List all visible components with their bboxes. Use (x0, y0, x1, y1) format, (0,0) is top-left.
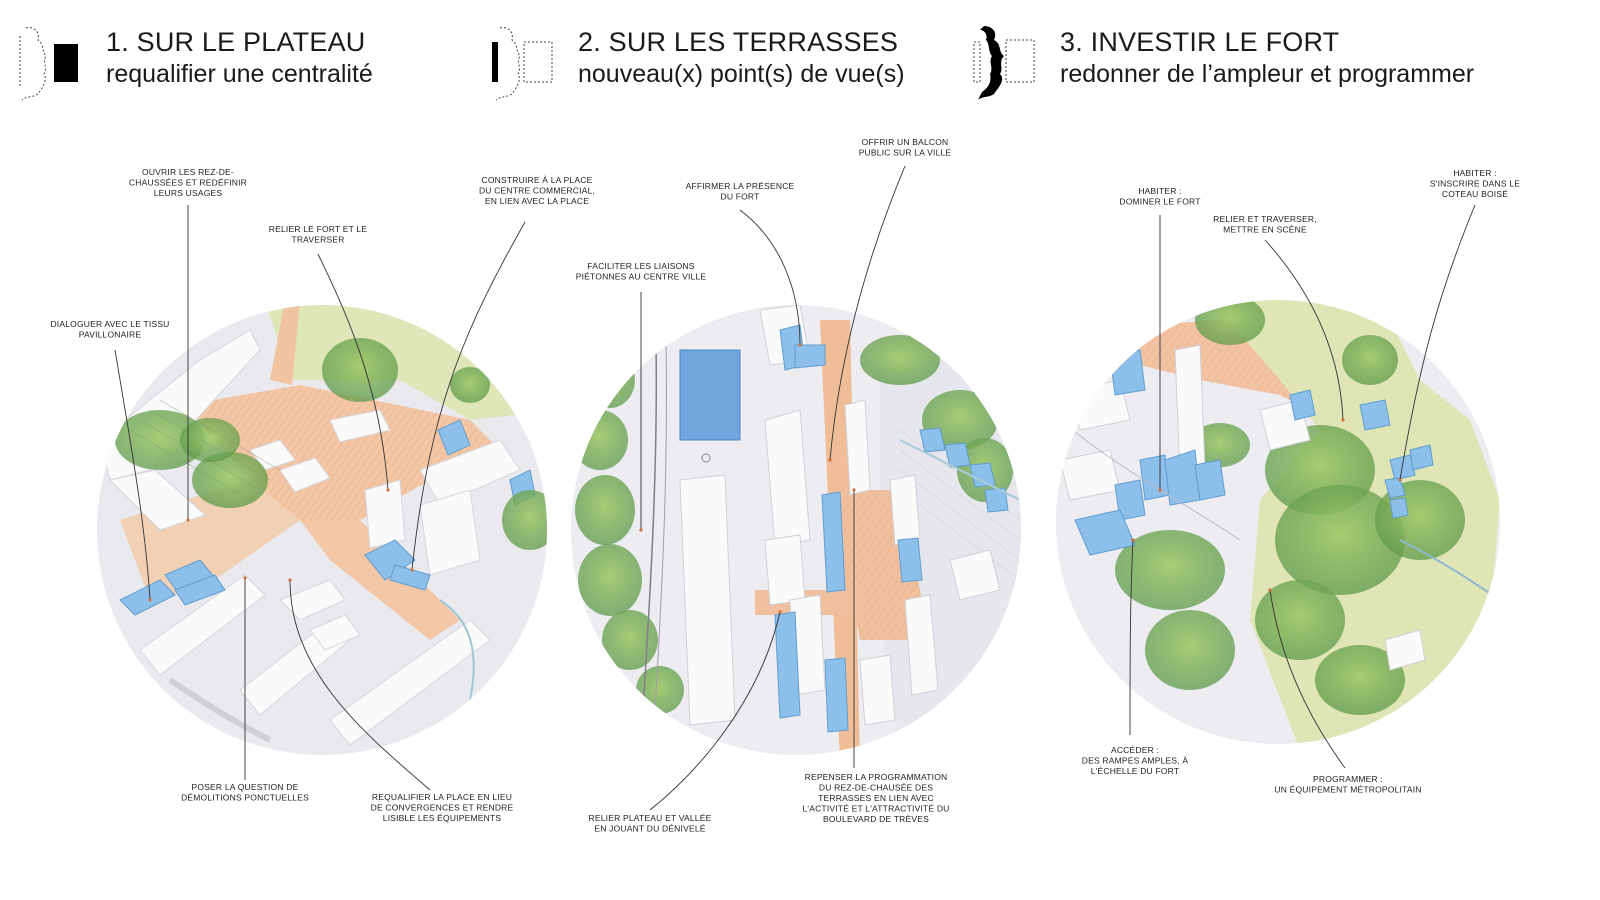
annotation-link-cross: RELIER ET TRAVERSER,METTRE EN SCÈNE (1213, 214, 1317, 235)
annotation-line: LISIBLE LES ÉQUIPEMENTS (383, 813, 502, 823)
annotation-line: UN ÉQUIPEMENT MÉTROPOLITAIN (1274, 785, 1421, 795)
annotation-line: ACCÉDER : (1111, 745, 1159, 755)
panel-3-subtitle: redonner de l’ampleur et programmer (1060, 60, 1475, 88)
panel-3-title: 3. INVESTIR LE FORT (1060, 27, 1340, 57)
annotation-line: HABITER : (1138, 186, 1181, 196)
leader-endpoint (852, 488, 856, 492)
leader-endpoint (1158, 488, 1162, 492)
annotation-line: L'ACTIVITÉ ET L'ATTRACTIVITÉ DU (802, 804, 949, 814)
leader-endpoint (1398, 478, 1402, 482)
annotation-line: DIALOGUER AVEC LE TISSU (50, 319, 169, 329)
site-key-terraces-icon (490, 22, 560, 107)
leader-endpoint (798, 343, 802, 347)
annotation-line: BOULEVARD DE TRÈVES (823, 814, 929, 824)
annotation-metropolitan-facility: PROGRAMMER :UN ÉQUIPEMENT MÉTROPOLITAIN (1274, 774, 1421, 795)
annotation-line: DOMINER LE FORT (1119, 197, 1200, 207)
leader-line (829, 165, 906, 461)
panel-1-subtitle: requalifier une centralité (106, 60, 373, 88)
annotation-line: PROGRAMMER : (1313, 774, 1383, 784)
annotation-line: REQUALIFIER LA PLACE EN LIEU (372, 792, 512, 802)
leader-line (411, 221, 526, 571)
annotation-line: S'INSCRIRE DANS LE (1430, 179, 1520, 189)
leader-endpoint (639, 528, 643, 532)
annotation-line: RELIER LE FORT ET LE (269, 224, 368, 234)
annotation-line: TRAVERSER (291, 235, 344, 245)
leader-line (1129, 539, 1134, 736)
leader-line (114, 349, 151, 601)
leader-endpoint (243, 576, 247, 580)
annotation-line: LEURS USAGES (154, 188, 223, 198)
annotation-line: DES RAMPES AMPLES, À (1082, 756, 1189, 766)
model-photo-terraces (571, 305, 1021, 755)
annotation-line: L'ÉCHELLE DU FORT (1091, 766, 1179, 776)
annotation-open-ground-floors: OUVRIR LES REZ-DE-CHAUSSÉES ET REDÉFINIR… (129, 167, 247, 198)
leader-endpoint (148, 598, 152, 602)
annotation-line: CHAUSSÉES ET REDÉFINIR (129, 178, 247, 188)
annotation-line: POSER LA QUESTION DE (192, 782, 299, 792)
leader-endpoint (1341, 418, 1345, 422)
annotation-line: TERRASSES EN LIEN AVEC (818, 793, 934, 803)
leader-line (1264, 239, 1344, 421)
leader-endpoint (1268, 588, 1272, 592)
annotation-line: DU REZ-DE-CHAUSÉE DES (819, 783, 933, 793)
leader-line (739, 209, 801, 346)
leader-line (1399, 204, 1476, 481)
model-photo-plateau (97, 305, 547, 755)
leader-line (1269, 589, 1346, 769)
annotation-line: OFFRIR UN BALCON (862, 137, 949, 147)
leader-endpoint (186, 518, 190, 522)
annotation-line: PUBLIC SUR LA VILLE (859, 148, 952, 158)
leader-endpoints (148, 343, 1402, 614)
leader-endpoint (288, 578, 292, 582)
leader-endpoint (386, 488, 390, 492)
annotation-line: DU CENTRE COMMERCIAL, (479, 186, 595, 196)
annotation-line: AFFIRMER LA PRÉSENCE (686, 181, 795, 191)
annotation-line: FACILITER LES LIAISONS (587, 261, 695, 271)
annotation-line: COTEAU BOISÉ (1442, 189, 1508, 199)
leader-lines (114, 165, 1476, 811)
annotation-line: RELIER PLATEAU ET VALLÉE (589, 813, 712, 823)
annotation-line: METTRE EN SCÈNE (1223, 225, 1307, 235)
annotation-line: DU FORT (720, 192, 759, 202)
leader-line (289, 579, 431, 791)
annotation-line: CONSTRUIRE À LA PLACE (482, 175, 593, 185)
annotation-line: EN LIEN AVEC LA PLACE (485, 196, 589, 206)
site-key-plateau-icon (18, 22, 82, 107)
leader-endpoint (1131, 538, 1135, 542)
annotation-line: OUVRIR LES REZ-DE- (142, 167, 234, 177)
annotation-line: RELIER ET TRAVERSER, (1213, 214, 1317, 224)
annotation-line: DÉMOLITIONS PONCTUELLES (181, 793, 309, 803)
annotation-line: REPENSER LA PROGRAMMATION (805, 772, 948, 782)
annotation-line: PIÉTONNES AU CENTRE VILLE (576, 272, 707, 282)
panel-2-title: 2. SUR LES TERRASSES (578, 27, 899, 57)
annotation-line: DE CONVERGENCES ET RENDRE (371, 803, 514, 813)
leader-line (317, 253, 389, 491)
panel-2-subtitle: nouveau(x) point(s) de vue(s) (578, 60, 905, 88)
leader-endpoint (410, 568, 414, 572)
panel-1-title: 1. SUR LE PLATEAU (106, 27, 366, 57)
annotation-line: PAVILLONAIRE (79, 330, 142, 340)
leader-endpoint (778, 610, 782, 614)
site-key-fort-icon (972, 22, 1042, 107)
leader-endpoint (828, 458, 832, 462)
leader-line (649, 611, 781, 811)
annotation-dominate-fort: HABITER :DOMINER LE FORT (1119, 186, 1200, 207)
model-photo-fort (1056, 300, 1500, 744)
annotation-line: EN JOUANT DU DÉNIVELÉ (594, 824, 705, 834)
annotation-line: HABITER : (1453, 168, 1496, 178)
